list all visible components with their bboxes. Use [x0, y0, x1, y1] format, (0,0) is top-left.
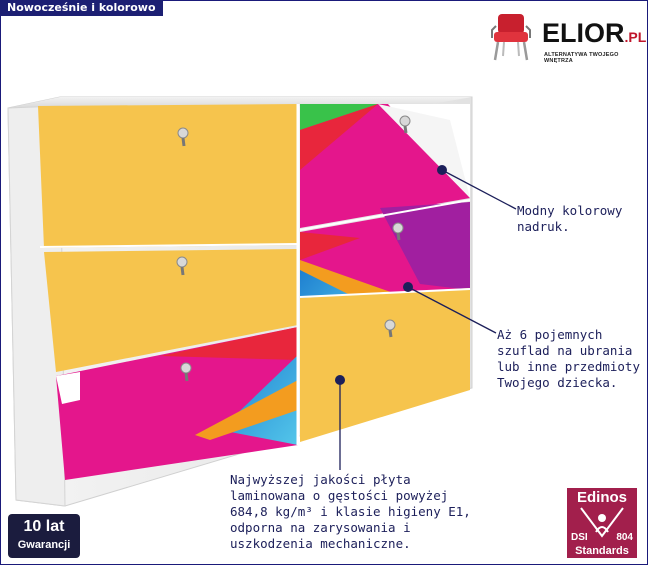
drawer-top-left — [38, 104, 298, 248]
certificate-number: 804 — [616, 532, 633, 543]
drawer-bottom-left — [56, 327, 298, 480]
certificate-label: Standards — [575, 545, 629, 557]
edinos-certificate-badge: Edinos DSI 804 Standards — [567, 488, 637, 558]
drawer-middle-left — [44, 249, 298, 372]
chair-icon — [491, 14, 531, 61]
drawer-bottom-right — [300, 288, 470, 442]
warranty-label: Gwarancji — [17, 539, 71, 551]
callout-print: Modny kolorowy nadruk. — [517, 203, 623, 234]
callout-pointers — [335, 165, 517, 470]
callout-drawers: Aż 6 pojemnych szuflad na ubrania lub in… — [497, 327, 640, 390]
certificate-dsi: DSI — [571, 532, 588, 543]
banner-label: Nowocześnie i kolorowo — [0, 0, 163, 16]
certificate-person-icon — [580, 507, 624, 538]
logo-tagline: ALTERNATYWA TWOJEGO WNĘTRZA — [544, 52, 619, 64]
callout-material: Najwyższej jakości płyta laminowana o gę… — [230, 472, 471, 551]
warranty-years: 10 lat — [23, 518, 65, 535]
certificate-brand: Edinos — [576, 489, 627, 506]
warranty-badge: 10 lat Gwarancji — [8, 514, 80, 558]
drawer-knobs — [176, 115, 411, 382]
logo-brand: ELIOR — [542, 18, 625, 48]
elior-logo: ELIOR.PL ALTERNATYWA TWOJEGO WNĘTRZA — [484, 8, 646, 64]
logo-wordmark: ELIOR.PL — [542, 18, 646, 49]
logo-suffix: .PL — [624, 29, 647, 45]
